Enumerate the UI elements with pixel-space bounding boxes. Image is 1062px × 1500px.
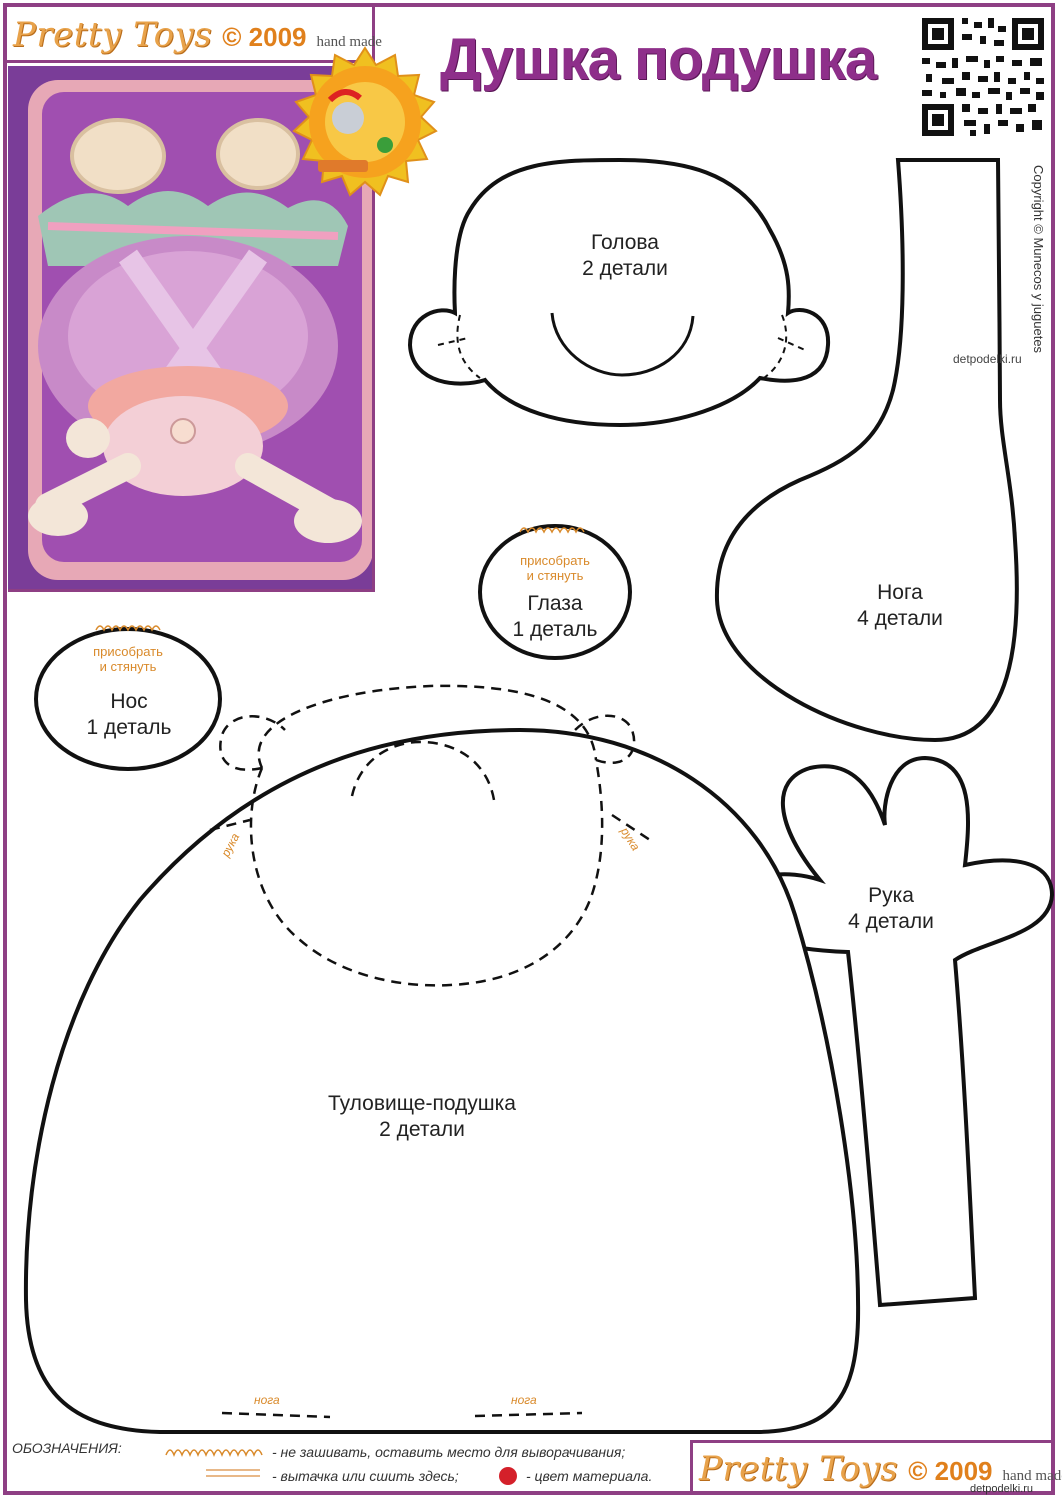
page-title: Душка подушка: [440, 27, 877, 92]
header-brand-box: Pretty Toys © 2009 hand made: [3, 3, 382, 63]
nose-gather-note: присобрать и стянуть: [78, 644, 178, 674]
legend: ОБОЗНАЧЕНИЯ:: [12, 1440, 122, 1456]
eyes-count: 1 деталь: [512, 618, 598, 641]
eyes-label: Глаза 1 деталь: [500, 591, 610, 643]
leg-mark-right: нога: [511, 1393, 537, 1407]
leg-label: Нога 4 детали: [845, 580, 955, 632]
footer-brand-box: Pretty Toys © 2009 hand made: [690, 1440, 1062, 1495]
arm-label: Рука 4 детали: [836, 883, 946, 935]
leg-mark-left: нога: [254, 1393, 280, 1407]
body-name: Туловище-подушка: [328, 1092, 516, 1115]
brand-copyright: © 2009: [222, 22, 307, 52]
arm-count: 4 детали: [848, 910, 934, 933]
footer-brand-copyright: © 2009: [908, 1456, 993, 1486]
toy-photo: [8, 66, 375, 592]
nose-name: Нос: [110, 690, 148, 713]
body-label: Туловище-подушка 2 детали: [312, 1091, 532, 1143]
site-label-bottom: detpodelki.ru: [970, 1483, 1033, 1495]
site-label-top: detpodelki.ru: [953, 352, 1022, 366]
eyes-gather-note: присобрать и стянуть: [505, 553, 605, 583]
page-frame: [3, 3, 1055, 1495]
leg-name: Нога: [877, 581, 923, 604]
legend-heading: ОБОЗНАЧЕНИЯ:: [12, 1440, 122, 1456]
nose-label: Нос 1 деталь: [74, 689, 184, 741]
toy-photo-illustration: [8, 66, 372, 589]
leg-count: 4 детали: [857, 607, 943, 630]
footer-brand-tagline: hand made: [1002, 1468, 1062, 1484]
copyright-text: Copyright © Munecos y juguetes: [1031, 165, 1046, 354]
legend-dart: - вытачка или сшить здесь;: [272, 1468, 459, 1484]
eyes-note-line1: присобрать: [520, 553, 590, 568]
eyes-name: Глаза: [527, 592, 583, 615]
nose-note-line1: присобрать: [93, 644, 163, 659]
nose-note-line2: и стянуть: [99, 659, 157, 674]
footer-brand-logo: Pretty Toys © 2009 hand made: [699, 1449, 1062, 1489]
eyes-note-line2: и стянуть: [526, 568, 584, 583]
footer-brand-name: Pretty Toys: [699, 1449, 899, 1489]
legend-no-sew: - не зашивать, оставить место для вывора…: [272, 1444, 626, 1460]
head-count: 2 детали: [582, 257, 668, 280]
arm-name: Рука: [868, 884, 914, 907]
brand-tagline: hand made: [316, 34, 382, 50]
body-count: 2 детали: [379, 1118, 465, 1141]
brand-logo: Pretty Toys © 2009 hand made: [13, 15, 382, 55]
head-name: Голова: [591, 231, 659, 254]
head-label: Голова 2 детали: [575, 230, 675, 282]
copyright-note: Copyright © Munecos y juguetes: [1028, 165, 1048, 395]
brand-name: Pretty Toys: [13, 15, 213, 55]
legend-color: - цвет материала.: [526, 1468, 653, 1484]
nose-count: 1 деталь: [86, 716, 172, 739]
